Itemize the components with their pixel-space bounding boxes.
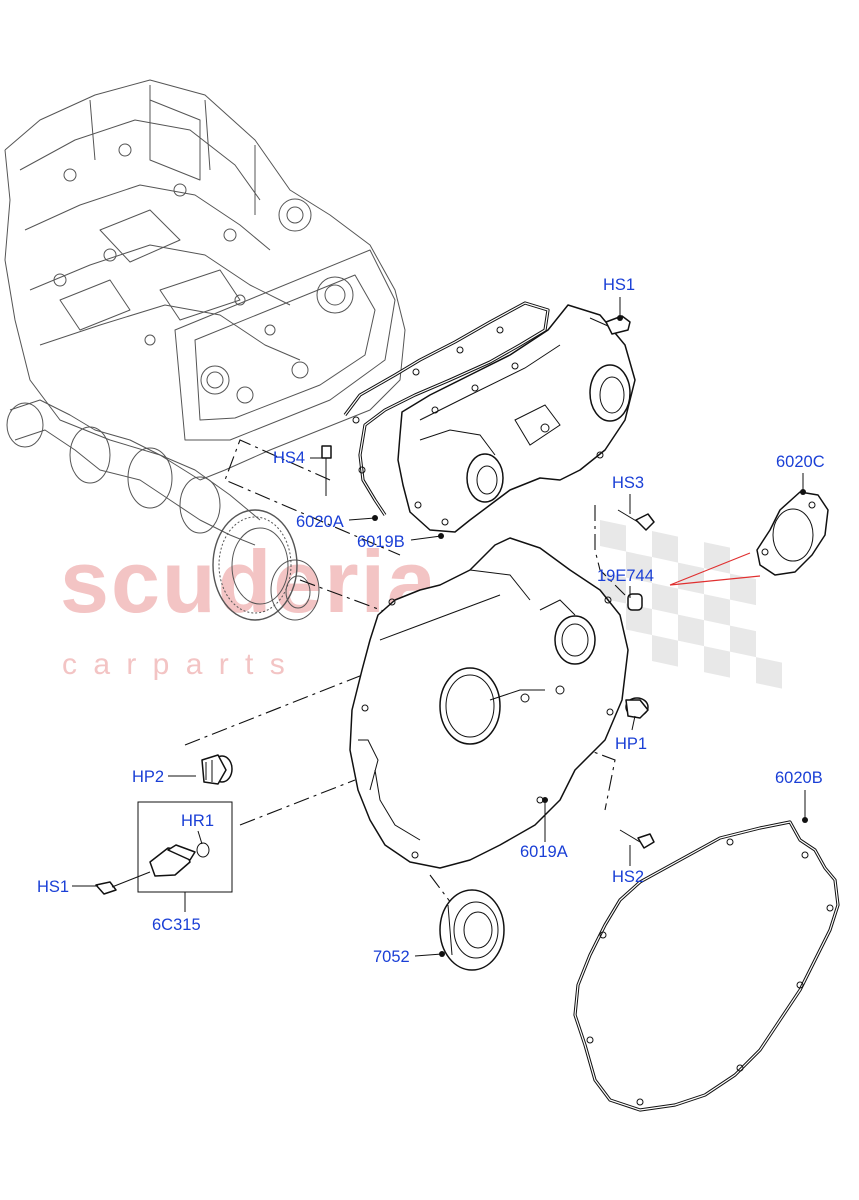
callout-6020a[interactable]: 6020A (296, 513, 344, 531)
leader-lines (72, 297, 808, 957)
callout-19e744[interactable]: 19E744 (597, 567, 654, 585)
callout-hp2[interactable]: HP2 (132, 768, 164, 786)
callout-hp1[interactable]: HP1 (615, 735, 647, 753)
callout-hs1-top[interactable]: HS1 (603, 276, 635, 294)
watermark: scuderia c a r p a r t s (60, 520, 782, 689)
callout-6020b[interactable]: 6020B (775, 769, 823, 787)
main-timing-cover-6019a (349, 537, 629, 869)
engine-block (4, 79, 406, 621)
callout-7052[interactable]: 7052 (373, 948, 410, 966)
callout-6019b[interactable]: 6019B (357, 533, 405, 551)
callout-labels: HS1 HS4 6020A 6019B HS3 6020C 19E744 HP1… (37, 276, 825, 966)
callout-6c315[interactable]: 6C315 (152, 916, 201, 934)
dowel-19e744 (627, 593, 643, 611)
checkered-flag-watermark (600, 520, 782, 689)
oil-seal-7052 (439, 889, 505, 971)
bolt-hs4 (321, 445, 332, 496)
plug-hp2 (201, 754, 233, 785)
watermark-brand: scuderia (60, 532, 438, 631)
bolt-hs2 (619, 829, 655, 849)
sensor-6c315-group (95, 801, 233, 895)
callout-hs2[interactable]: HS2 (612, 868, 644, 886)
callout-6019a[interactable]: 6019A (520, 843, 568, 861)
callout-hs3[interactable]: HS3 (612, 474, 644, 492)
bolt-hs3 (617, 509, 655, 531)
gasket-6020c (756, 491, 829, 576)
plug-hp1 (625, 697, 649, 719)
callout-hr1[interactable]: HR1 (181, 812, 214, 830)
callout-hs4[interactable]: HS4 (273, 449, 305, 467)
gasket-6020a (343, 301, 550, 516)
callout-hs1-left[interactable]: HS1 (37, 878, 69, 896)
watermark-tagline: c a r p a r t s (62, 648, 289, 681)
upper-timing-cover-6019b (397, 304, 636, 533)
gasket-6020b (573, 820, 840, 1112)
callout-6020c[interactable]: 6020C (776, 453, 825, 471)
